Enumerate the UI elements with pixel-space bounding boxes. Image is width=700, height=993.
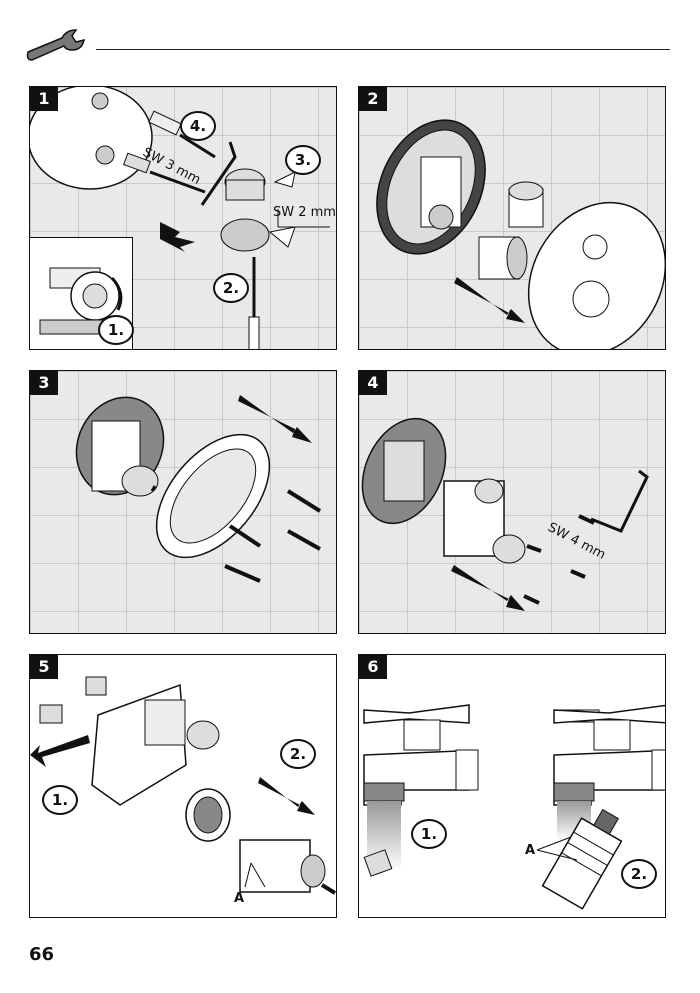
cover-removal-illustration	[376, 119, 665, 349]
panel-number: 4	[359, 371, 387, 395]
panel-3: 3	[29, 370, 337, 634]
body-removal-illustration	[361, 417, 649, 611]
cartridge-cleaning-illustration	[363, 704, 665, 910]
panel-1: 1 1. 2. 3. 4. SW 3 mm SW 2 mm	[29, 86, 337, 350]
step-2-badge: 2.	[621, 859, 657, 889]
step-1-badge: 1.	[411, 819, 447, 849]
panel-5: 5 1. 2. A	[29, 654, 337, 918]
panel-4: 4 SW 4 mm	[358, 370, 666, 634]
step-4-badge: 4.	[180, 111, 216, 141]
header-rule	[96, 49, 670, 50]
hex-key-size-label: SW 2 mm	[273, 205, 336, 220]
panel-number: 5	[30, 655, 58, 679]
handle-removal-illustration	[30, 87, 330, 349]
panel-6: 6 1. 2. A	[358, 654, 666, 918]
cartridge-removal-illustration	[30, 676, 336, 895]
panel-number: 3	[30, 371, 58, 395]
cartridge-part-label: A	[525, 843, 536, 858]
page-number: 66	[29, 944, 55, 965]
wrench-icon	[26, 29, 85, 61]
plate-removal-illustration	[75, 395, 322, 583]
step-1-badge: 1.	[42, 785, 78, 815]
step-2-badge: 2.	[280, 739, 316, 769]
step-3-badge: 3.	[285, 145, 321, 175]
panel-number: 1	[30, 87, 58, 111]
handle-detail-illustration	[39, 267, 123, 335]
step-2-badge: 2.	[213, 273, 249, 303]
cartridge-part-label: A	[234, 891, 245, 906]
panel-number: 2	[359, 87, 387, 111]
panel-number: 6	[359, 655, 387, 679]
step-1-badge: 1.	[98, 315, 134, 345]
panel-2: 2	[358, 86, 666, 350]
